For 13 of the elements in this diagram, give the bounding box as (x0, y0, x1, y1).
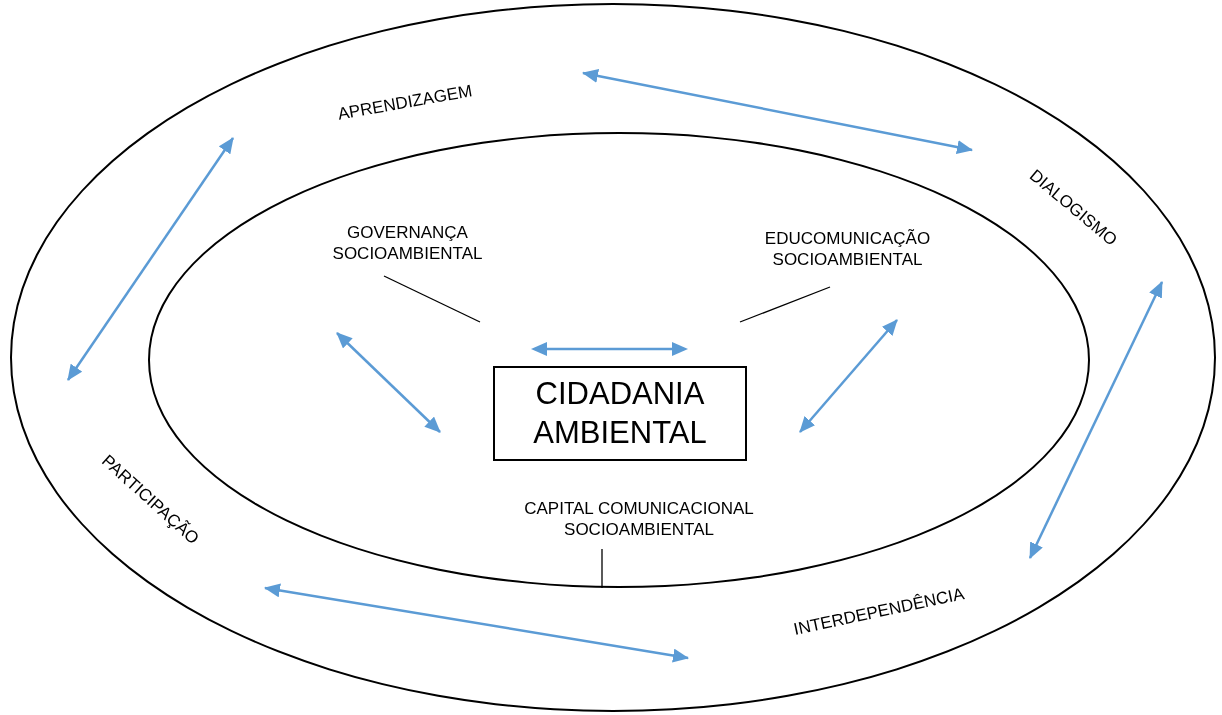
double-arrow (1028, 281, 1164, 559)
concept-label: GOVERNANÇA SOCIOAMBIENTAL (315, 217, 500, 269)
concept-label: CAPITAL COMUNICACIONAL SOCIOAMBIENTAL (480, 493, 798, 545)
concept-box: CIDADANIA AMBIENTAL (493, 366, 747, 461)
ellipse (10, 3, 1216, 712)
concept-label: EDUCOMUNICAÇÃO SOCIOAMBIENTAL (740, 223, 955, 275)
double-arrow (264, 583, 689, 663)
leader-line (383, 275, 481, 323)
double-arrow (336, 332, 441, 433)
leader-line (739, 286, 831, 323)
double-arrow (582, 69, 973, 154)
double-arrow (66, 137, 235, 381)
double-arrow (799, 319, 898, 433)
